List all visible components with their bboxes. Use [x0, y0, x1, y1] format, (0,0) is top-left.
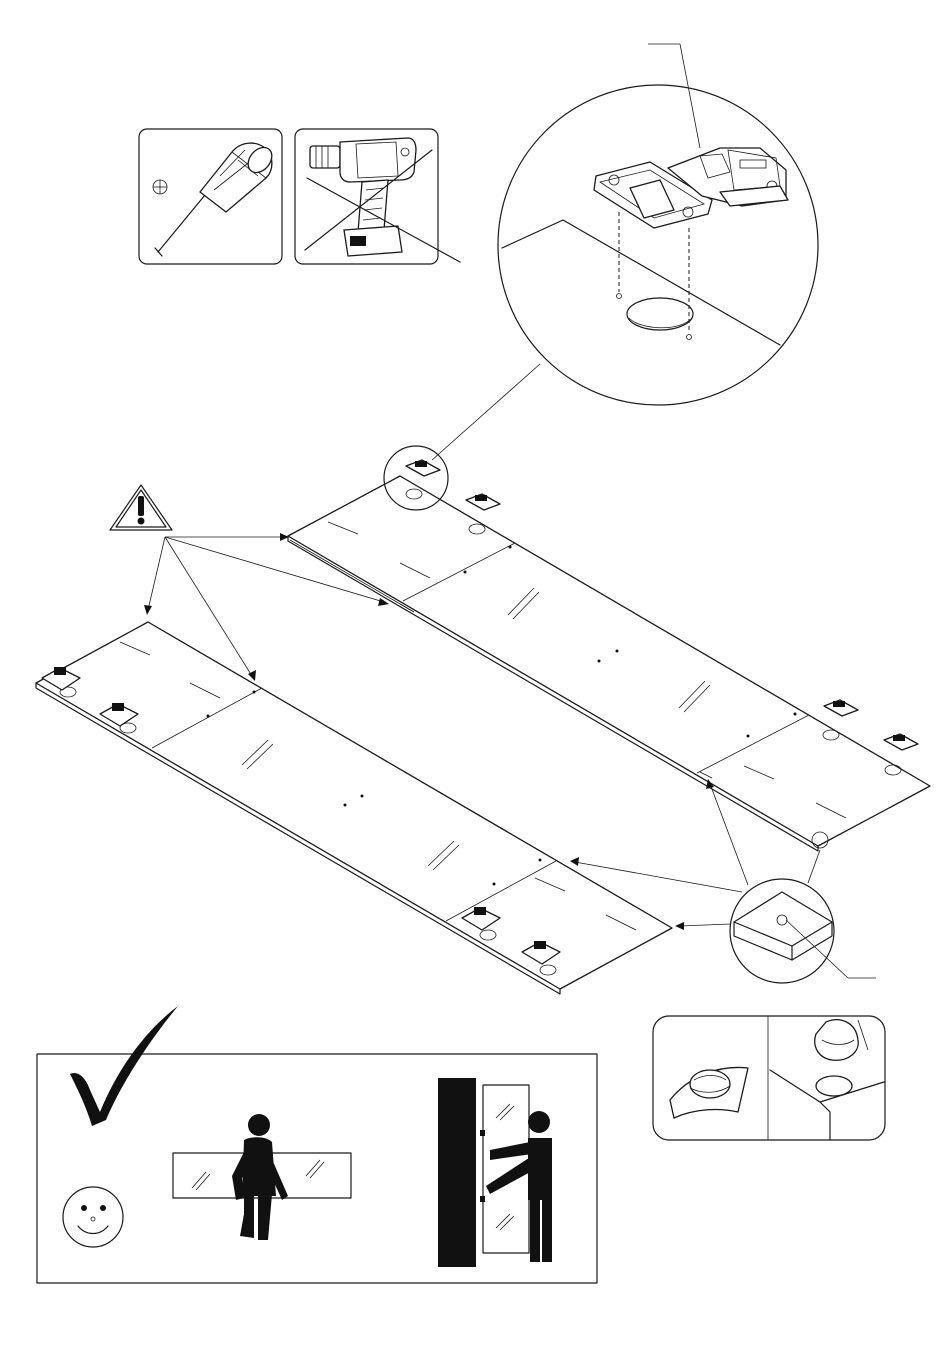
bumper-pad-icon — [670, 1067, 748, 1118]
drill-tool-box — [295, 129, 460, 264]
bumper-application-box — [653, 1016, 885, 1140]
warning-triangle-icon — [110, 485, 172, 530]
smiley-face-icon — [63, 1187, 123, 1247]
hinge-detail-callout — [432, 44, 818, 460]
handling-instruction-box — [37, 1006, 597, 1283]
phillips-symbol-icon — [153, 180, 167, 194]
person-carrying-door-horizontally-icon — [173, 1114, 351, 1240]
screwdriver-icon — [155, 143, 277, 256]
finger-press-icon — [770, 1020, 884, 1140]
screwdriver-tool-box — [139, 129, 282, 264]
person-mounting-door-vertically-icon — [438, 1078, 552, 1267]
cordless-drill-icon — [310, 138, 416, 256]
checkmark-icon — [70, 1006, 178, 1126]
concealed-hinge-icon — [594, 148, 788, 228]
